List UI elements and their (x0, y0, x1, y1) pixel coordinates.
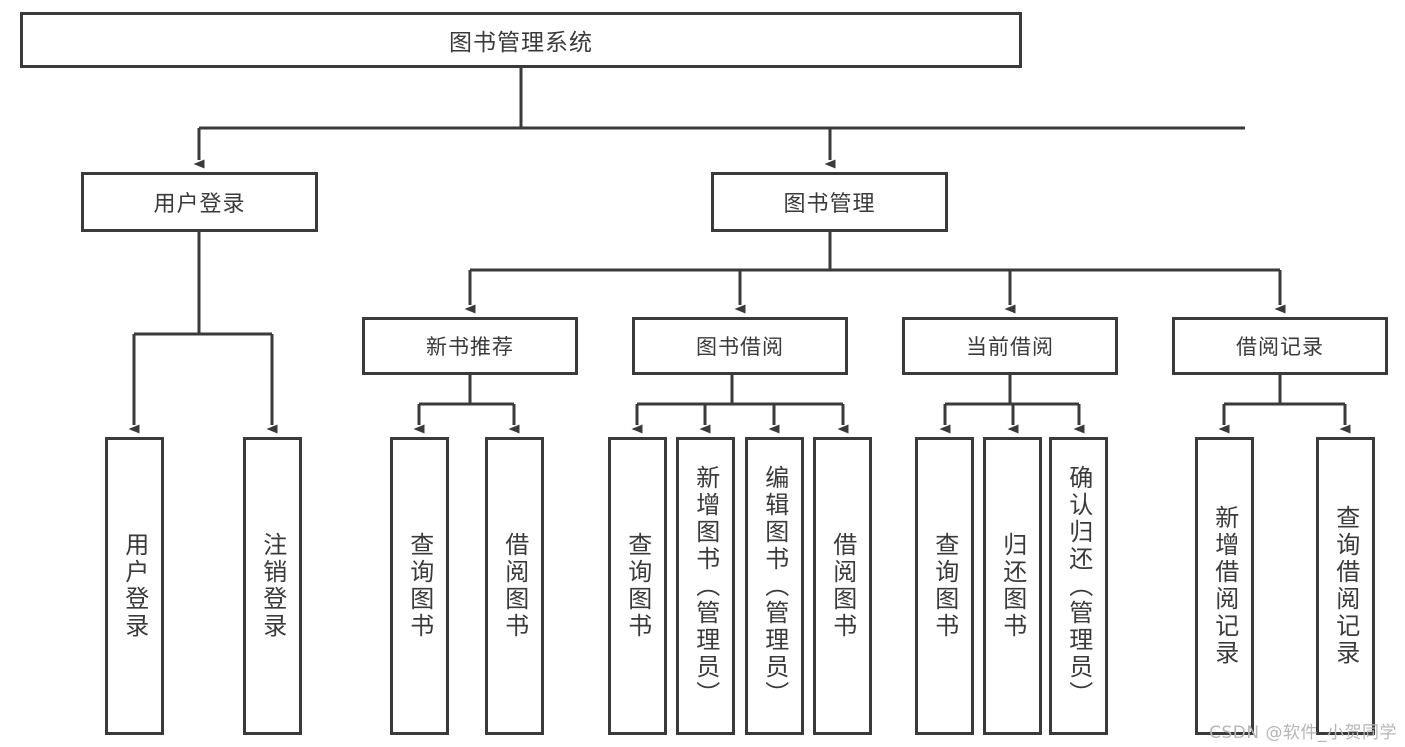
node-user-login[interactable]: 用户登录 (81, 172, 318, 232)
node-new-book-rec-label: 新书推荐 (426, 335, 514, 359)
node-leaf-return-book[interactable]: 归还图书 (983, 437, 1042, 735)
node-leaf-add-book[interactable]: 新增图书（管理员） (676, 437, 735, 735)
node-book-borrow-label: 图书借阅 (696, 335, 784, 359)
node-leaf-borrow-book-2-label: 借阅图书 (828, 532, 857, 640)
node-leaf-confirm-return[interactable]: 确认归还（管理员） (1049, 437, 1108, 735)
node-leaf-query-book-2-label: 查询图书 (623, 532, 652, 640)
node-leaf-confirm-return-label: 确认归还（管理员） (1064, 464, 1093, 708)
node-current-borrow-label: 当前借阅 (966, 335, 1054, 359)
node-leaf-query-book-1[interactable]: 查询图书 (390, 437, 449, 735)
node-leaf-user-login-label: 用户登录 (120, 532, 149, 640)
node-leaf-return-book-label: 归还图书 (998, 532, 1027, 640)
node-borrow-record[interactable]: 借阅记录 (1172, 317, 1388, 375)
node-leaf-edit-book[interactable]: 编辑图书（管理员） (745, 437, 804, 735)
node-leaf-query-record-label: 查询借阅记录 (1331, 505, 1360, 667)
node-current-borrow[interactable]: 当前借阅 (902, 317, 1118, 375)
node-root-label: 图书管理系统 (449, 30, 593, 56)
node-leaf-add-record[interactable]: 新增借阅记录 (1195, 437, 1254, 735)
node-leaf-borrow-book-2[interactable]: 借阅图书 (813, 437, 872, 735)
node-new-book-rec[interactable]: 新书推荐 (362, 317, 578, 375)
node-book-borrow[interactable]: 图书借阅 (632, 317, 848, 375)
node-leaf-query-book-3[interactable]: 查询图书 (915, 437, 974, 735)
node-leaf-query-book-1-label: 查询图书 (405, 532, 434, 640)
node-leaf-add-book-label: 新增图书（管理员） (691, 464, 720, 708)
node-leaf-add-record-label: 新增借阅记录 (1210, 505, 1239, 667)
node-leaf-user-logout[interactable]: 注销登录 (243, 437, 302, 735)
node-leaf-borrow-book-1-label: 借阅图书 (500, 532, 529, 640)
node-user-login-label: 用户登录 (153, 192, 246, 217)
node-book-manage-label: 图书管理 (783, 192, 876, 217)
node-leaf-query-book-3-label: 查询图书 (930, 532, 959, 640)
node-book-manage[interactable]: 图书管理 (711, 172, 948, 232)
node-root[interactable]: 图书管理系统 (20, 12, 1022, 68)
node-leaf-query-book-2[interactable]: 查询图书 (608, 437, 667, 735)
node-leaf-user-logout-label: 注销登录 (258, 532, 287, 640)
node-borrow-record-label: 借阅记录 (1236, 335, 1324, 359)
csdn-watermark: CSDN @软件_小贺同学 (1209, 723, 1397, 743)
node-leaf-query-record[interactable]: 查询借阅记录 (1316, 437, 1375, 735)
node-leaf-borrow-book-1[interactable]: 借阅图书 (485, 437, 544, 735)
node-leaf-user-login[interactable]: 用户登录 (105, 437, 164, 735)
node-leaf-edit-book-label: 编辑图书（管理员） (760, 464, 789, 708)
